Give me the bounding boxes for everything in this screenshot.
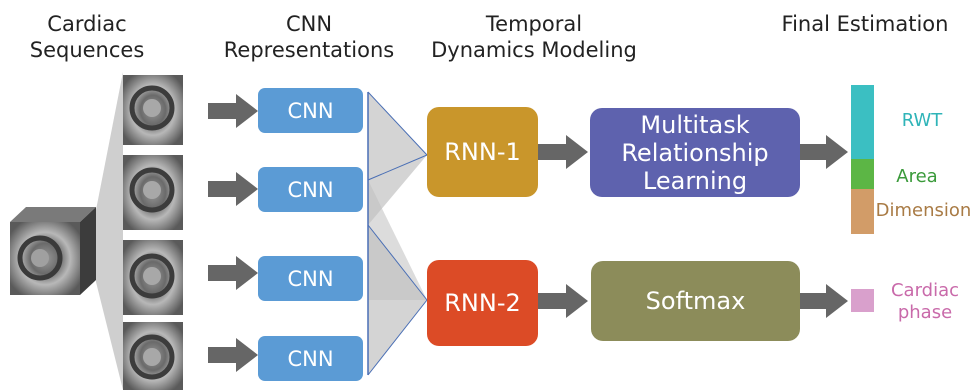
cardiac-phase-line1: Cardiac (890, 280, 960, 301)
header-text: Final Estimation (781, 12, 949, 36)
mri-frame-4 (123, 322, 183, 390)
dimension-bar (851, 189, 874, 234)
mri-frame-2 (123, 155, 183, 230)
mri-frame-1 (123, 75, 183, 145)
fusion-funnel (367, 91, 428, 376)
cnn-label: CNN (287, 98, 334, 123)
multitask-label-line2: Relationship (621, 138, 769, 167)
multitask-label-line1: Multitask (640, 110, 750, 139)
header-text: Cardiac (47, 12, 127, 36)
cnn-label: CNN (287, 346, 334, 371)
area-label: Area (896, 166, 938, 187)
cnn-box-1: CNN (258, 88, 363, 133)
rwt-bar (851, 85, 874, 159)
cnn-label: CNN (287, 266, 334, 291)
rnn-1-box: RNN-1 (427, 107, 538, 197)
cnn-label: CNN (287, 177, 334, 202)
header-final-estimation: Final Estimation (770, 11, 960, 37)
softmax-label: Softmax (645, 287, 746, 315)
rnn-1-label: RNN-1 (444, 138, 521, 166)
cnn-box-4: CNN (258, 336, 363, 381)
softmax-box: Softmax (591, 261, 800, 341)
mri-frame-3 (123, 240, 183, 315)
header-cardiac-sequences: Cardiac Sequences (12, 11, 162, 63)
cnn-box-2: CNN (258, 167, 363, 212)
multitask-relationship-learning-box: Multitask Relationship Learning (590, 108, 800, 197)
cardiac-volume-icon (10, 207, 96, 295)
header-cnn-representations: CNN Representations (215, 11, 403, 63)
header-text: Representations (223, 38, 395, 62)
area-bar (851, 159, 874, 189)
multitask-label-line3: Learning (642, 166, 748, 195)
rnn-output-arrows (538, 135, 848, 318)
cardiac-phase-line2: phase (897, 302, 953, 323)
rnn-2-box: RNN-2 (427, 260, 538, 346)
phase-marker (851, 289, 874, 312)
rwt-label: RWT (901, 110, 943, 131)
cardiac-phase-label: Cardiac phase (880, 280, 970, 324)
rnn-2-label: RNN-2 (444, 289, 521, 317)
header-text: Sequences (29, 38, 145, 62)
header-text: Temporal (485, 12, 583, 36)
dimension-label: Dimension (875, 200, 972, 221)
header-text: Dynamics Modeling (431, 38, 637, 62)
header-temporal-dynamics: Temporal Dynamics Modeling (418, 11, 650, 63)
sequence-funnel (96, 72, 123, 390)
header-text: CNN (285, 12, 333, 36)
cnn-box-3: CNN (258, 256, 363, 301)
frame-to-cnn-arrows (208, 94, 258, 372)
